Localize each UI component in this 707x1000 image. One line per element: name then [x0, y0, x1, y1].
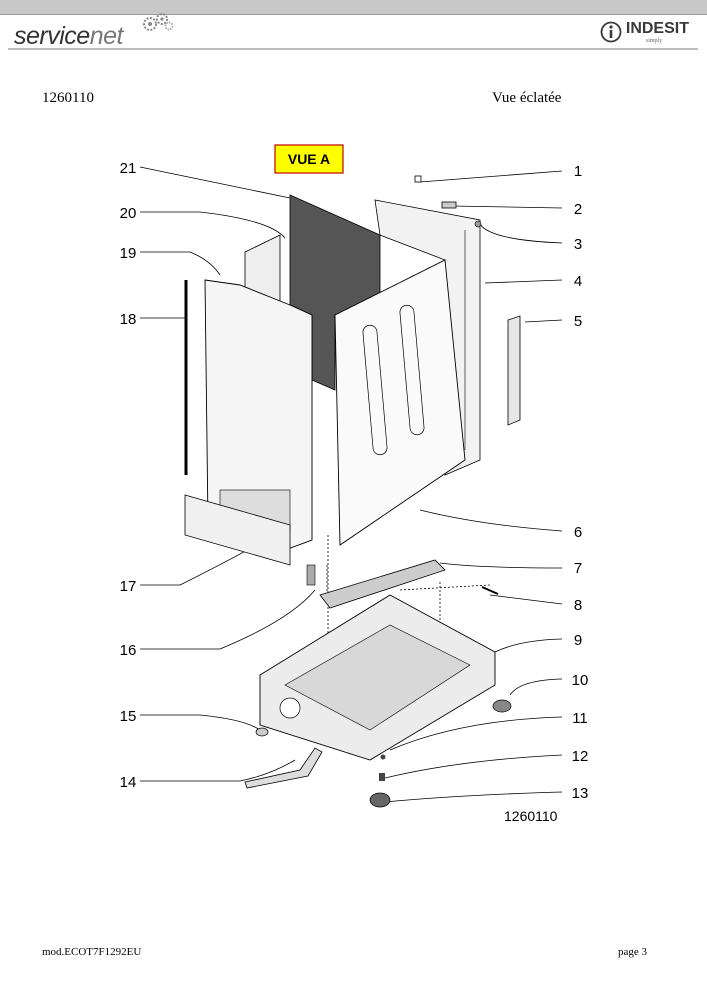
- view-a-label: VUE A: [288, 151, 330, 167]
- document-code: 1260110: [42, 90, 94, 106]
- callout-18: 18: [120, 311, 137, 328]
- callout-14: 14: [120, 774, 137, 791]
- view-a-label-box: [274, 144, 344, 174]
- logo-text-net: net: [89, 22, 124, 50]
- servicenet-logo: servicenet: [14, 22, 123, 51]
- callout-8: 8: [574, 597, 582, 614]
- header-divider: [8, 48, 698, 50]
- callout-2: 2: [574, 201, 582, 218]
- callout-3: 3: [574, 236, 582, 253]
- callout-9: 9: [574, 632, 582, 649]
- callout-13: 13: [572, 785, 589, 802]
- logo-text-service: service: [14, 22, 90, 50]
- callout-19: 19: [120, 245, 137, 262]
- callout-6: 6: [574, 524, 582, 541]
- callout-20: 20: [120, 205, 137, 222]
- gears-icon: [143, 13, 174, 31]
- callout-4: 4: [574, 273, 582, 290]
- view-title: Vue éclatée: [492, 90, 562, 106]
- callout-11: 11: [572, 710, 588, 727]
- callout-16: 16: [120, 642, 137, 659]
- exploded-view-diagram: VUE A 1 2 3 4 5 6 7 8 9 10 11 12 13 14 1…: [120, 144, 589, 824]
- callout-1: 1: [574, 163, 582, 180]
- callout-12: 12: [572, 748, 589, 765]
- callout-7: 7: [574, 560, 582, 577]
- indesit-i-icon: [600, 21, 622, 43]
- callout-15: 15: [120, 708, 137, 725]
- model-reference: mod.ECOT7F1292EU: [42, 946, 142, 958]
- indesit-tagline: simply: [645, 38, 663, 44]
- figure-code: 1260110: [504, 808, 558, 824]
- callout-21: 21: [120, 160, 137, 177]
- callout-17: 17: [120, 578, 137, 595]
- callout-5: 5: [574, 313, 582, 330]
- top-bar: [0, 0, 707, 15]
- indesit-logo: INDESIT simply: [600, 20, 689, 44]
- page-number: page 3: [617, 946, 647, 958]
- callout-10: 10: [572, 672, 589, 689]
- indesit-brand-text: INDESIT: [625, 20, 689, 37]
